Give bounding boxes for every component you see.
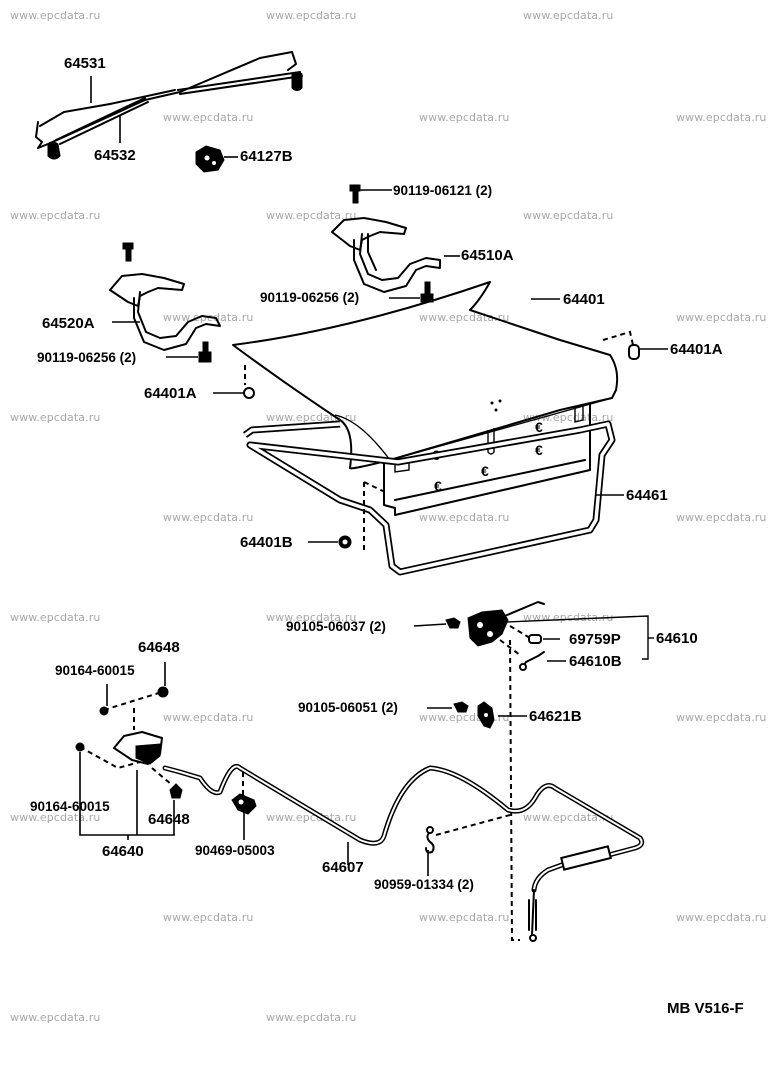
label-opener-cable: 64607 [322, 859, 364, 876]
label-lock-sub-part: 69759P [569, 631, 621, 648]
label-cable-clamp: 90469-05003 [195, 843, 275, 858]
watermark: www.epcdata.ru [523, 209, 614, 222]
label-hinge-lh-bolt: 90119-06256 (2) [37, 350, 137, 365]
label-torsion-bar-rh: 64531 [64, 55, 106, 72]
label-cable-clip: 90959-01334 (2) [374, 877, 474, 892]
label-hinge-rh-bolt: 90119-06256 (2) [260, 290, 360, 305]
watermark: www.epcdata.ru [10, 411, 101, 424]
watermark: www.epcdata.ru [676, 111, 767, 124]
label-cushion-left: 64401A [144, 385, 197, 402]
opener-top-part[interactable] [157, 686, 169, 698]
striker[interactable] [477, 701, 495, 729]
lock-sub-part[interactable] [528, 634, 542, 644]
lock-part-b[interactable] [519, 651, 545, 671]
watermark: www.epcdata.ru [163, 911, 254, 924]
watermark: www.epcdata.ru [266, 411, 357, 424]
watermark: www.epcdata.ru [266, 1011, 357, 1024]
hinge-lh-bolt[interactable] [198, 341, 212, 363]
luggage-compartment-door[interactable]: € € € € € [232, 281, 619, 516]
cushion-lower[interactable] [338, 535, 352, 549]
watermark: www.epcdata.ru [419, 311, 510, 324]
label-hinge-rh: 64510A [461, 247, 514, 264]
label-opener-top-part: 64648 [138, 639, 180, 656]
opener-top-screw[interactable] [99, 706, 109, 716]
watermark: www.epcdata.ru [676, 311, 767, 324]
watermark: www.epcdata.ru [419, 911, 510, 924]
watermark: www.epcdata.ru [523, 811, 614, 824]
watermark: www.epcdata.ru [419, 111, 510, 124]
hinge-top-bolt[interactable] [349, 184, 361, 204]
bracket-clip[interactable] [195, 145, 225, 173]
label-cushion-right: 64401A [670, 341, 723, 358]
label-hinge-top-bolt: 90119-06121 (2) [393, 183, 493, 198]
watermark: www.epcdata.ru [10, 9, 101, 22]
striker-screw[interactable] [453, 701, 469, 713]
watermark: www.epcdata.ru [266, 209, 357, 222]
watermark: www.epcdata.ru [10, 611, 101, 624]
torsion-bar-rh[interactable] [35, 51, 297, 149]
cable-clamp[interactable] [231, 793, 257, 815]
watermark: www.epcdata.ru [676, 911, 767, 924]
opener-lever[interactable] [113, 731, 163, 765]
watermark: www.epcdata.ru [266, 611, 357, 624]
svg-text:€: € [535, 419, 543, 435]
watermark: www.epcdata.ru [676, 711, 767, 724]
hinge-lh-bolt-top[interactable] [122, 242, 134, 262]
label-opener-top-screw: 90164-60015 [55, 663, 135, 678]
svg-text:€: € [535, 442, 543, 458]
hinge-rh-bolt[interactable] [420, 281, 434, 303]
watermark: www.epcdata.ru [163, 711, 254, 724]
label-lock-assy: 64610 [656, 630, 698, 647]
lock-screw[interactable] [445, 617, 461, 629]
opener-cable[interactable] [162, 764, 645, 942]
label-cushion-lower: 64401B [240, 534, 293, 551]
watermark: www.epcdata.ru [163, 111, 254, 124]
cable-clip[interactable] [425, 826, 435, 854]
diagram-code: MB V516-F [667, 1000, 744, 1017]
label-striker-screw: 90105-06051 (2) [298, 700, 398, 715]
opener-bottom-part[interactable] [169, 783, 183, 799]
label-striker: 64621B [529, 708, 582, 725]
label-luggage-door: 64401 [563, 291, 605, 308]
door-lock[interactable] [467, 601, 545, 647]
watermark: www.epcdata.ru [266, 811, 357, 824]
cushion-right[interactable] [628, 344, 640, 360]
torsion-bar-lh[interactable] [47, 71, 303, 160]
cushion-left[interactable] [243, 387, 255, 399]
svg-text:€: € [434, 478, 442, 494]
watermark: www.epcdata.ru [523, 9, 614, 22]
watermark: www.epcdata.ru [419, 511, 510, 524]
svg-text:€: € [481, 463, 489, 479]
watermark: www.epcdata.ru [676, 511, 767, 524]
watermark: www.epcdata.ru [10, 1011, 101, 1024]
hinge-rh[interactable] [331, 217, 441, 293]
label-opener-bottom-screw: 90164-60015 [30, 799, 110, 814]
watermark: www.epcdata.ru [163, 511, 254, 524]
label-bracket-clip: 64127B [240, 148, 293, 165]
watermark: www.epcdata.ru [10, 209, 101, 222]
watermark: www.epcdata.ru [10, 811, 101, 824]
label-opener-bottom-part: 64648 [148, 811, 190, 828]
weatherstrip[interactable] [242, 420, 616, 576]
label-torsion-bar-lh: 64532 [94, 147, 136, 164]
label-opener-lever: 64640 [102, 843, 144, 860]
opener-bottom-screw[interactable] [75, 742, 85, 752]
hinge-lh[interactable] [109, 273, 221, 351]
watermark: www.epcdata.ru [266, 9, 357, 22]
label-weatherstrip: 64461 [626, 487, 668, 504]
label-lock-part-b: 64610B [569, 653, 622, 670]
label-hinge-lh: 64520A [42, 315, 95, 332]
label-lock-screw: 90105-06037 (2) [286, 619, 386, 634]
